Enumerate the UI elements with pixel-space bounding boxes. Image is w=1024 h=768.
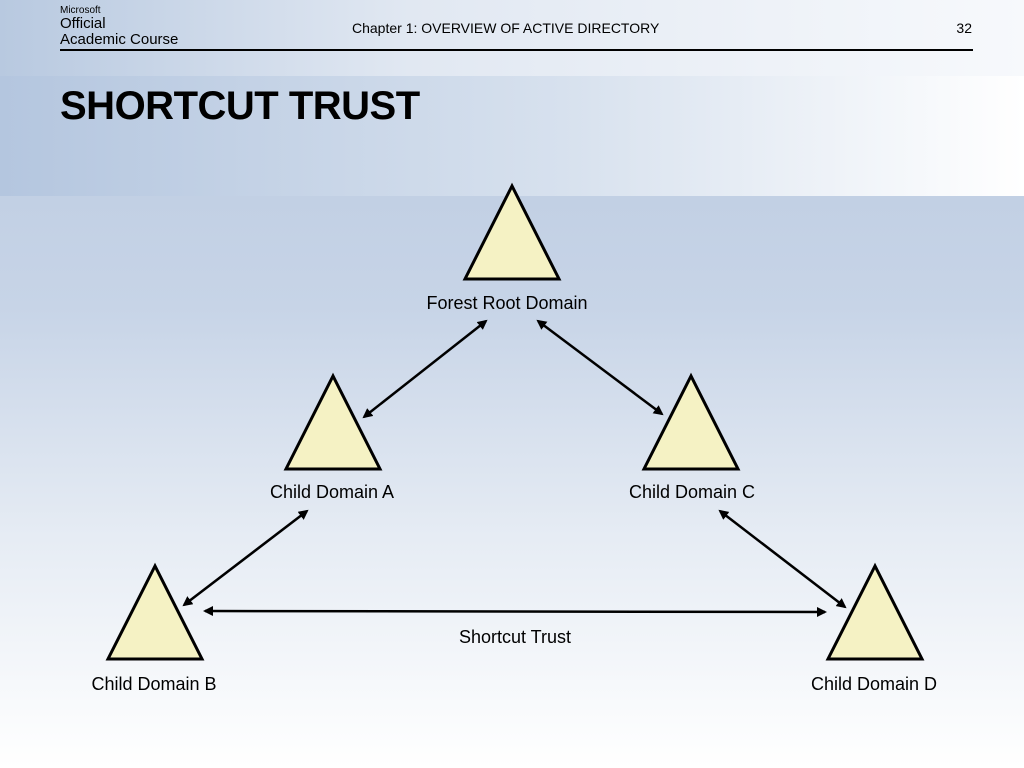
- chapter-title: Chapter 1: OVERVIEW OF ACTIVE DIRECTORY: [352, 20, 660, 36]
- child-domain-c-triangle: [641, 372, 741, 471]
- slide-title: SHORTCUT TRUST: [60, 84, 420, 128]
- forest-root-domain-triangle: [462, 182, 562, 281]
- trust-arrow-c-d: [718, 509, 847, 609]
- child-domain-d-triangle: [825, 562, 925, 661]
- logo-line-3: Academic Course: [60, 31, 179, 48]
- header-rule: [60, 49, 973, 51]
- child-domain-a-label: Child Domain A: [270, 482, 394, 502]
- page-number: 32: [956, 20, 972, 36]
- logo-line-2: Official: [60, 15, 106, 32]
- trust-arrow-root-c: [536, 319, 664, 416]
- child-domain-d-label: Child Domain D: [811, 674, 937, 694]
- shortcut-trust-label: Shortcut Trust: [459, 627, 571, 647]
- slide-header: Microsoft Official Academic Course Chapt…: [0, 0, 1024, 76]
- forest-root-domain-label: Forest Root Domain: [426, 293, 587, 313]
- shortcut-trust-arrow: [203, 606, 827, 617]
- trust-arrow-root-a: [362, 319, 488, 419]
- child-domain-b-triangle: [105, 562, 205, 661]
- logo-line-1: Microsoft: [60, 5, 101, 16]
- child-domain-a-triangle: [283, 372, 383, 471]
- child-domain-c-label: Child Domain C: [629, 482, 755, 502]
- logo: Microsoft Official Academic Course: [60, 6, 178, 48]
- child-domain-b-label: Child Domain B: [91, 674, 216, 694]
- trust-arrow-a-b: [182, 509, 309, 607]
